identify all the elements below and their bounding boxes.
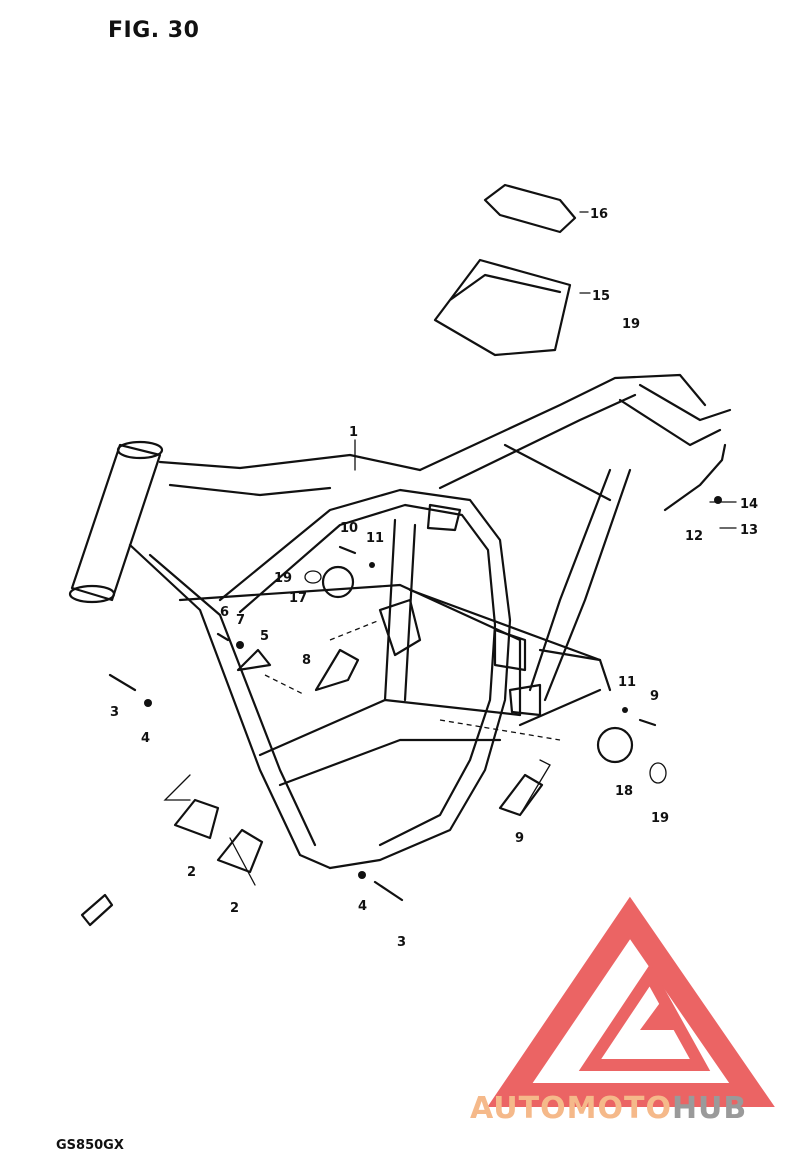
leader-lines xyxy=(163,211,737,886)
gusset-plate-part xyxy=(314,648,360,692)
callout-4: 4 xyxy=(358,899,367,914)
bolt-part-a xyxy=(108,673,137,692)
nut-part-f xyxy=(622,707,628,713)
automotohub-watermark: AUTOMOTOHUB xyxy=(470,1091,747,1126)
watermark-text-part1: AUTOMOTO xyxy=(470,1091,672,1126)
main-frame xyxy=(68,373,732,870)
grommet-part xyxy=(321,565,355,599)
callout-5: 5 xyxy=(260,629,269,644)
automotohub-logo xyxy=(487,896,775,1107)
callout-4: 4 xyxy=(141,731,150,746)
callout-17: 17 xyxy=(289,591,307,606)
model-code: GS850GX xyxy=(56,1138,124,1153)
callout-6: 6 xyxy=(220,605,229,620)
lower-plate-part-b xyxy=(216,828,264,874)
callout-3: 3 xyxy=(110,705,119,720)
callout-19: 19 xyxy=(274,571,292,586)
callout-7: 7 xyxy=(236,613,245,628)
right-plate-part xyxy=(498,773,544,817)
callout-16: 16 xyxy=(590,207,608,222)
callout-10: 10 xyxy=(340,521,358,536)
nut-part-b xyxy=(358,871,366,879)
battery-case-part xyxy=(433,258,572,357)
bolt-part-c xyxy=(216,632,230,642)
svg-text:AUTOMOTOHUB: AUTOMOTOHUB xyxy=(470,1091,747,1126)
callout-9: 9 xyxy=(650,689,659,704)
callout-19: 19 xyxy=(651,811,669,826)
callout-1: 1 xyxy=(349,425,358,440)
nut-part-a xyxy=(144,699,152,707)
callout-19: 19 xyxy=(622,317,640,332)
callout-9: 9 xyxy=(515,831,524,846)
callout-13: 13 xyxy=(740,523,758,538)
stay-bracket-part xyxy=(663,443,727,512)
parts xyxy=(80,183,727,927)
callout-labels: 1 2 2 3 3 4 4 5 6 7 8 9 9 10 11 11 12 13… xyxy=(110,207,758,950)
o-ring-part-a xyxy=(304,570,322,584)
bolt-part-d xyxy=(338,545,357,555)
callout-8: 8 xyxy=(302,653,311,668)
callout-14: 14 xyxy=(740,497,758,512)
figure-title: FIG. 30 xyxy=(108,18,200,43)
watermark-text-part2: HUB xyxy=(672,1091,747,1126)
lower-plate-part-a xyxy=(173,798,220,840)
o-ring-part-b xyxy=(649,762,667,784)
callout-18: 18 xyxy=(615,784,633,799)
bolt-part-b xyxy=(373,880,404,902)
callout-3: 3 xyxy=(397,935,406,950)
rubber-cap-part xyxy=(596,726,634,764)
callout-11: 11 xyxy=(366,531,384,546)
battery-holder-cover-part xyxy=(483,183,577,234)
callout-11: 11 xyxy=(618,675,636,690)
callout-15: 15 xyxy=(592,289,610,304)
callout-2: 2 xyxy=(230,901,239,916)
mount-bracket-part xyxy=(236,648,272,672)
nut-part-c xyxy=(714,496,722,504)
front-badge-part xyxy=(80,893,114,927)
nut-part-e xyxy=(369,562,375,568)
callout-12: 12 xyxy=(685,529,703,544)
callout-2: 2 xyxy=(187,865,196,880)
bolt-part-e xyxy=(638,718,657,727)
nut-part-d xyxy=(236,641,244,649)
